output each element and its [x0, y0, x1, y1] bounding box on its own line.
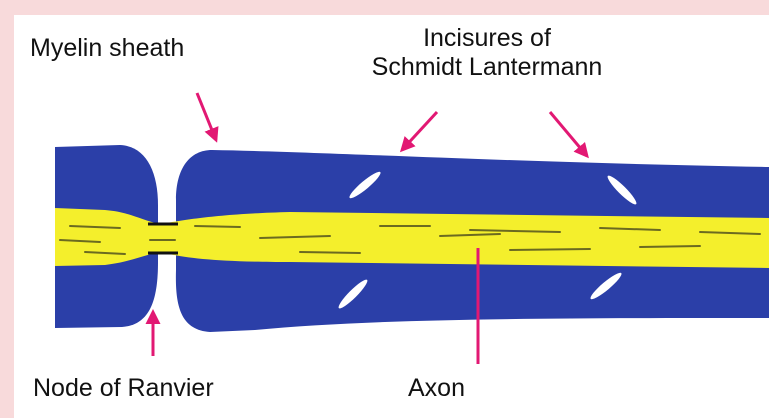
label-incisures-line1: Incisures of [352, 24, 622, 53]
label-incisures: Incisures of Schmidt Lantermann [352, 24, 622, 82]
label-incisures-line2: Schmidt Lantermann [352, 53, 622, 82]
label-axon: Axon [408, 374, 465, 403]
label-myelin-sheath: Myelin sheath [30, 34, 184, 63]
label-node-of-ranvier: Node of Ranvier [33, 374, 214, 403]
